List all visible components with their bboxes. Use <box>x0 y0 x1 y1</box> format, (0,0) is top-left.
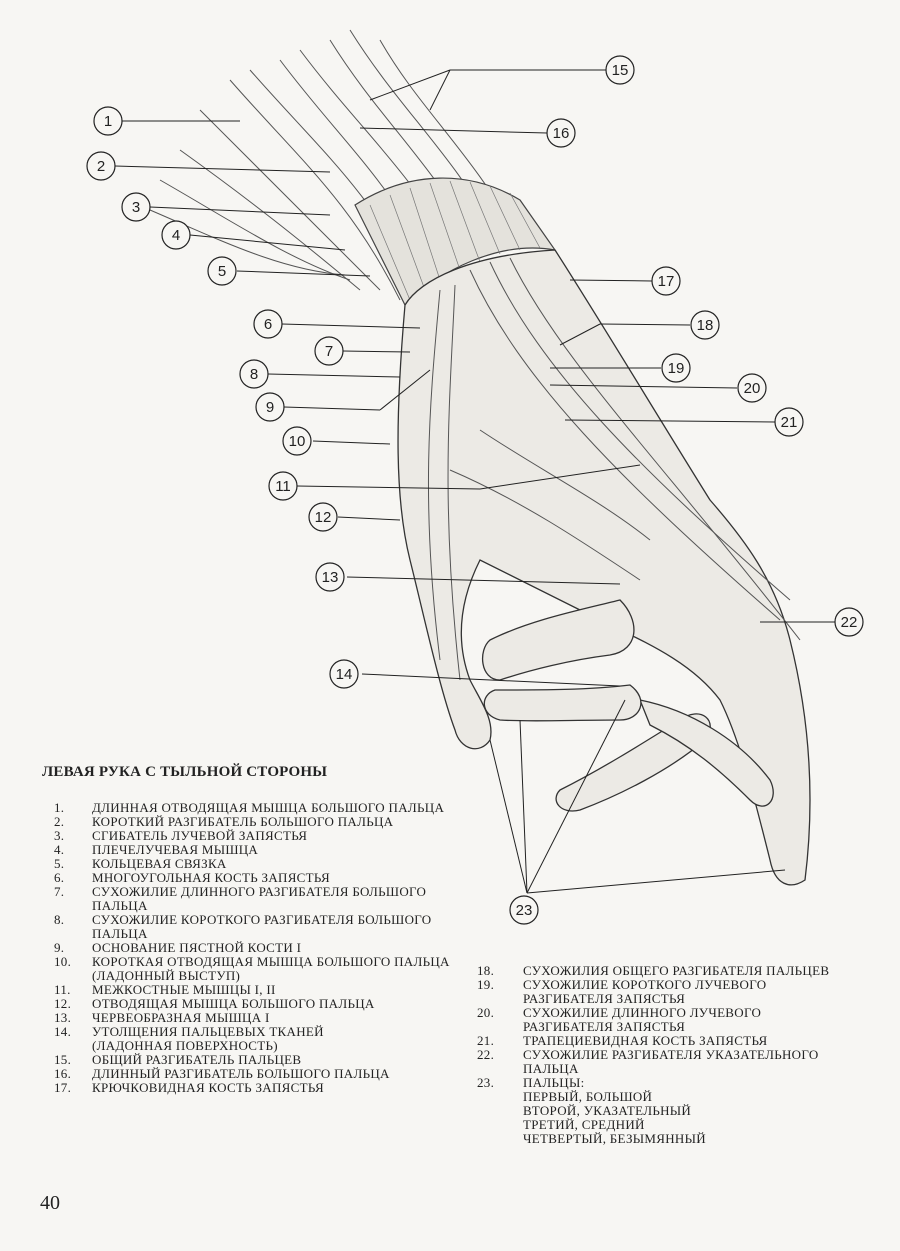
callout-8: 8 <box>250 366 258 383</box>
legend-item: 2.КОРОТКИЙ РАЗГИБАТЕЛЬ БОЛЬШОГО ПАЛЬЦА <box>54 814 394 829</box>
legend-item: 17.КРЮЧКОВИДНАЯ КОСТЬ ЗАПЯСТЬЯ <box>54 1080 324 1095</box>
callout-21: 21 <box>781 414 798 431</box>
legend-item: 5.КОЛЬЦЕВАЯ СВЯЗКА <box>54 856 227 871</box>
callout-numbers: 1 2 3 4 5 6 7 8 9 10 11 12 13 14 15 16 1… <box>97 62 858 919</box>
callout-14: 14 <box>336 666 353 683</box>
legend-item: 18.СУХОЖИЛИЯ ОБЩЕГО РАЗГИБАТЕЛЯ ПАЛЬЦЕВ <box>477 963 830 978</box>
figure-title: ЛЕВАЯ РУКА С ТЫЛЬНОЙ СТОРОНЫ <box>42 764 328 780</box>
legend-item: 22.СУХОЖИЛИЕ РАЗГИБАТЕЛЯ УКАЗАТЕЛЬНОГО П… <box>477 1047 819 1076</box>
legend-item: 16.ДЛИННЫЙ РАЗГИБАТЕЛЬ БОЛЬШОГО ПАЛЬЦА <box>54 1066 390 1081</box>
callout-2: 2 <box>97 158 105 175</box>
callout-13: 13 <box>322 569 339 586</box>
legend-item: 19.СУХОЖИЛИЕ КОРОТКОГО ЛУЧЕВОГО РАЗГИБАТ… <box>477 977 767 1006</box>
callout-circles <box>86 55 864 925</box>
legend-item: 10.КОРОТКАЯ ОТВОДЯЩАЯ МЫШЦА БОЛЬШОГО ПАЛ… <box>54 954 450 983</box>
legend-item: 12.ОТВОДЯЩАЯ МЫШЦА БОЛЬШОГО ПАЛЬЦА <box>54 996 375 1011</box>
legend-item: 21.ТРАПЕЦИЕВИДНАЯ КОСТЬ ЗАПЯСТЬЯ <box>477 1033 768 1048</box>
legend-item: 4.ПЛЕЧЕЛУЧЕВАЯ МЫШЦА <box>54 842 259 857</box>
callout-20: 20 <box>744 380 761 397</box>
legend-item: 6.МНОГОУГОЛЬНАЯ КОСТЬ ЗАПЯСТЬЯ <box>54 870 330 885</box>
legend-item: 13.ЧЕРВЕОБРАЗНАЯ МЫШЦА I <box>54 1010 270 1025</box>
callout-19: 19 <box>668 360 685 377</box>
legend-item: 3.СГИБАТЕЛЬ ЛУЧЕВОЙ ЗАПЯСТЬЯ <box>54 828 308 843</box>
callout-18: 18 <box>697 317 714 334</box>
callout-3: 3 <box>132 199 140 216</box>
callout-1: 1 <box>104 113 112 130</box>
hand-tendons <box>427 257 801 681</box>
legend-item: 23.ПАЛЬЦЫ: ПЕРВЫЙ, БОЛЬШОЙ ВТОРОЙ, УКАЗА… <box>477 1075 706 1146</box>
callout-11: 11 <box>275 478 291 495</box>
callout-12: 12 <box>315 509 332 526</box>
hand-outline <box>397 249 811 886</box>
callout-7: 7 <box>325 343 333 360</box>
legend-left: 1.ДЛИННАЯ ОТВОДЯЩАЯ МЫШЦА БОЛЬШОГО ПАЛЬЦ… <box>42 801 452 1095</box>
legend-item: 14.УТОЛЩЕНИЯ ПАЛЬЦЕВЫХ ТКАНЕЙ (ЛАДОННАЯ … <box>54 1024 324 1053</box>
callout-22: 22 <box>841 614 858 631</box>
callout-16: 16 <box>553 125 570 142</box>
legend-item: 15.ОБЩИЙ РАЗГИБАТЕЛЬ ПАЛЬЦЕВ <box>54 1052 302 1067</box>
legend-item: 7.СУХОЖИЛИЕ ДЛИННОГО РАЗГИБАТЕЛЯ БОЛЬШОГ… <box>54 884 427 913</box>
callout-15: 15 <box>612 62 629 79</box>
callout-6: 6 <box>264 316 272 333</box>
legend-item: 20.СУХОЖИЛИЕ ДЛИННОГО ЛУЧЕВОГО РАЗГИБАТЕ… <box>477 1005 762 1034</box>
callout-5: 5 <box>218 263 226 280</box>
callout-23: 23 <box>516 902 533 919</box>
page-number: 40 <box>40 1192 60 1214</box>
callout-4: 4 <box>172 227 180 244</box>
callout-17: 17 <box>658 273 675 290</box>
leader-lines <box>114 69 835 894</box>
ligament-hatching <box>369 180 541 301</box>
callout-9: 9 <box>266 399 274 416</box>
legend-item: 9.ОСНОВАНИЕ ПЯСТНОЙ КОСТИ I <box>54 940 302 955</box>
callout-10: 10 <box>289 433 306 450</box>
legend-item: 8.СУХОЖИЛИЕ КОРОТКОГО РАЗГИБАТЕЛЯ БОЛЬШО… <box>54 912 432 941</box>
legend-right: 18.СУХОЖИЛИЯ ОБЩЕГО РАЗГИБАТЕЛЯ ПАЛЬЦЕВ … <box>477 964 837 1146</box>
legend-item: 1.ДЛИННАЯ ОТВОДЯЩАЯ МЫШЦА БОЛЬШОГО ПАЛЬЦ… <box>54 800 445 815</box>
legend-item: 11.МЕЖКОСТНЫЕ МЫШЦЫ I, II <box>54 982 276 997</box>
